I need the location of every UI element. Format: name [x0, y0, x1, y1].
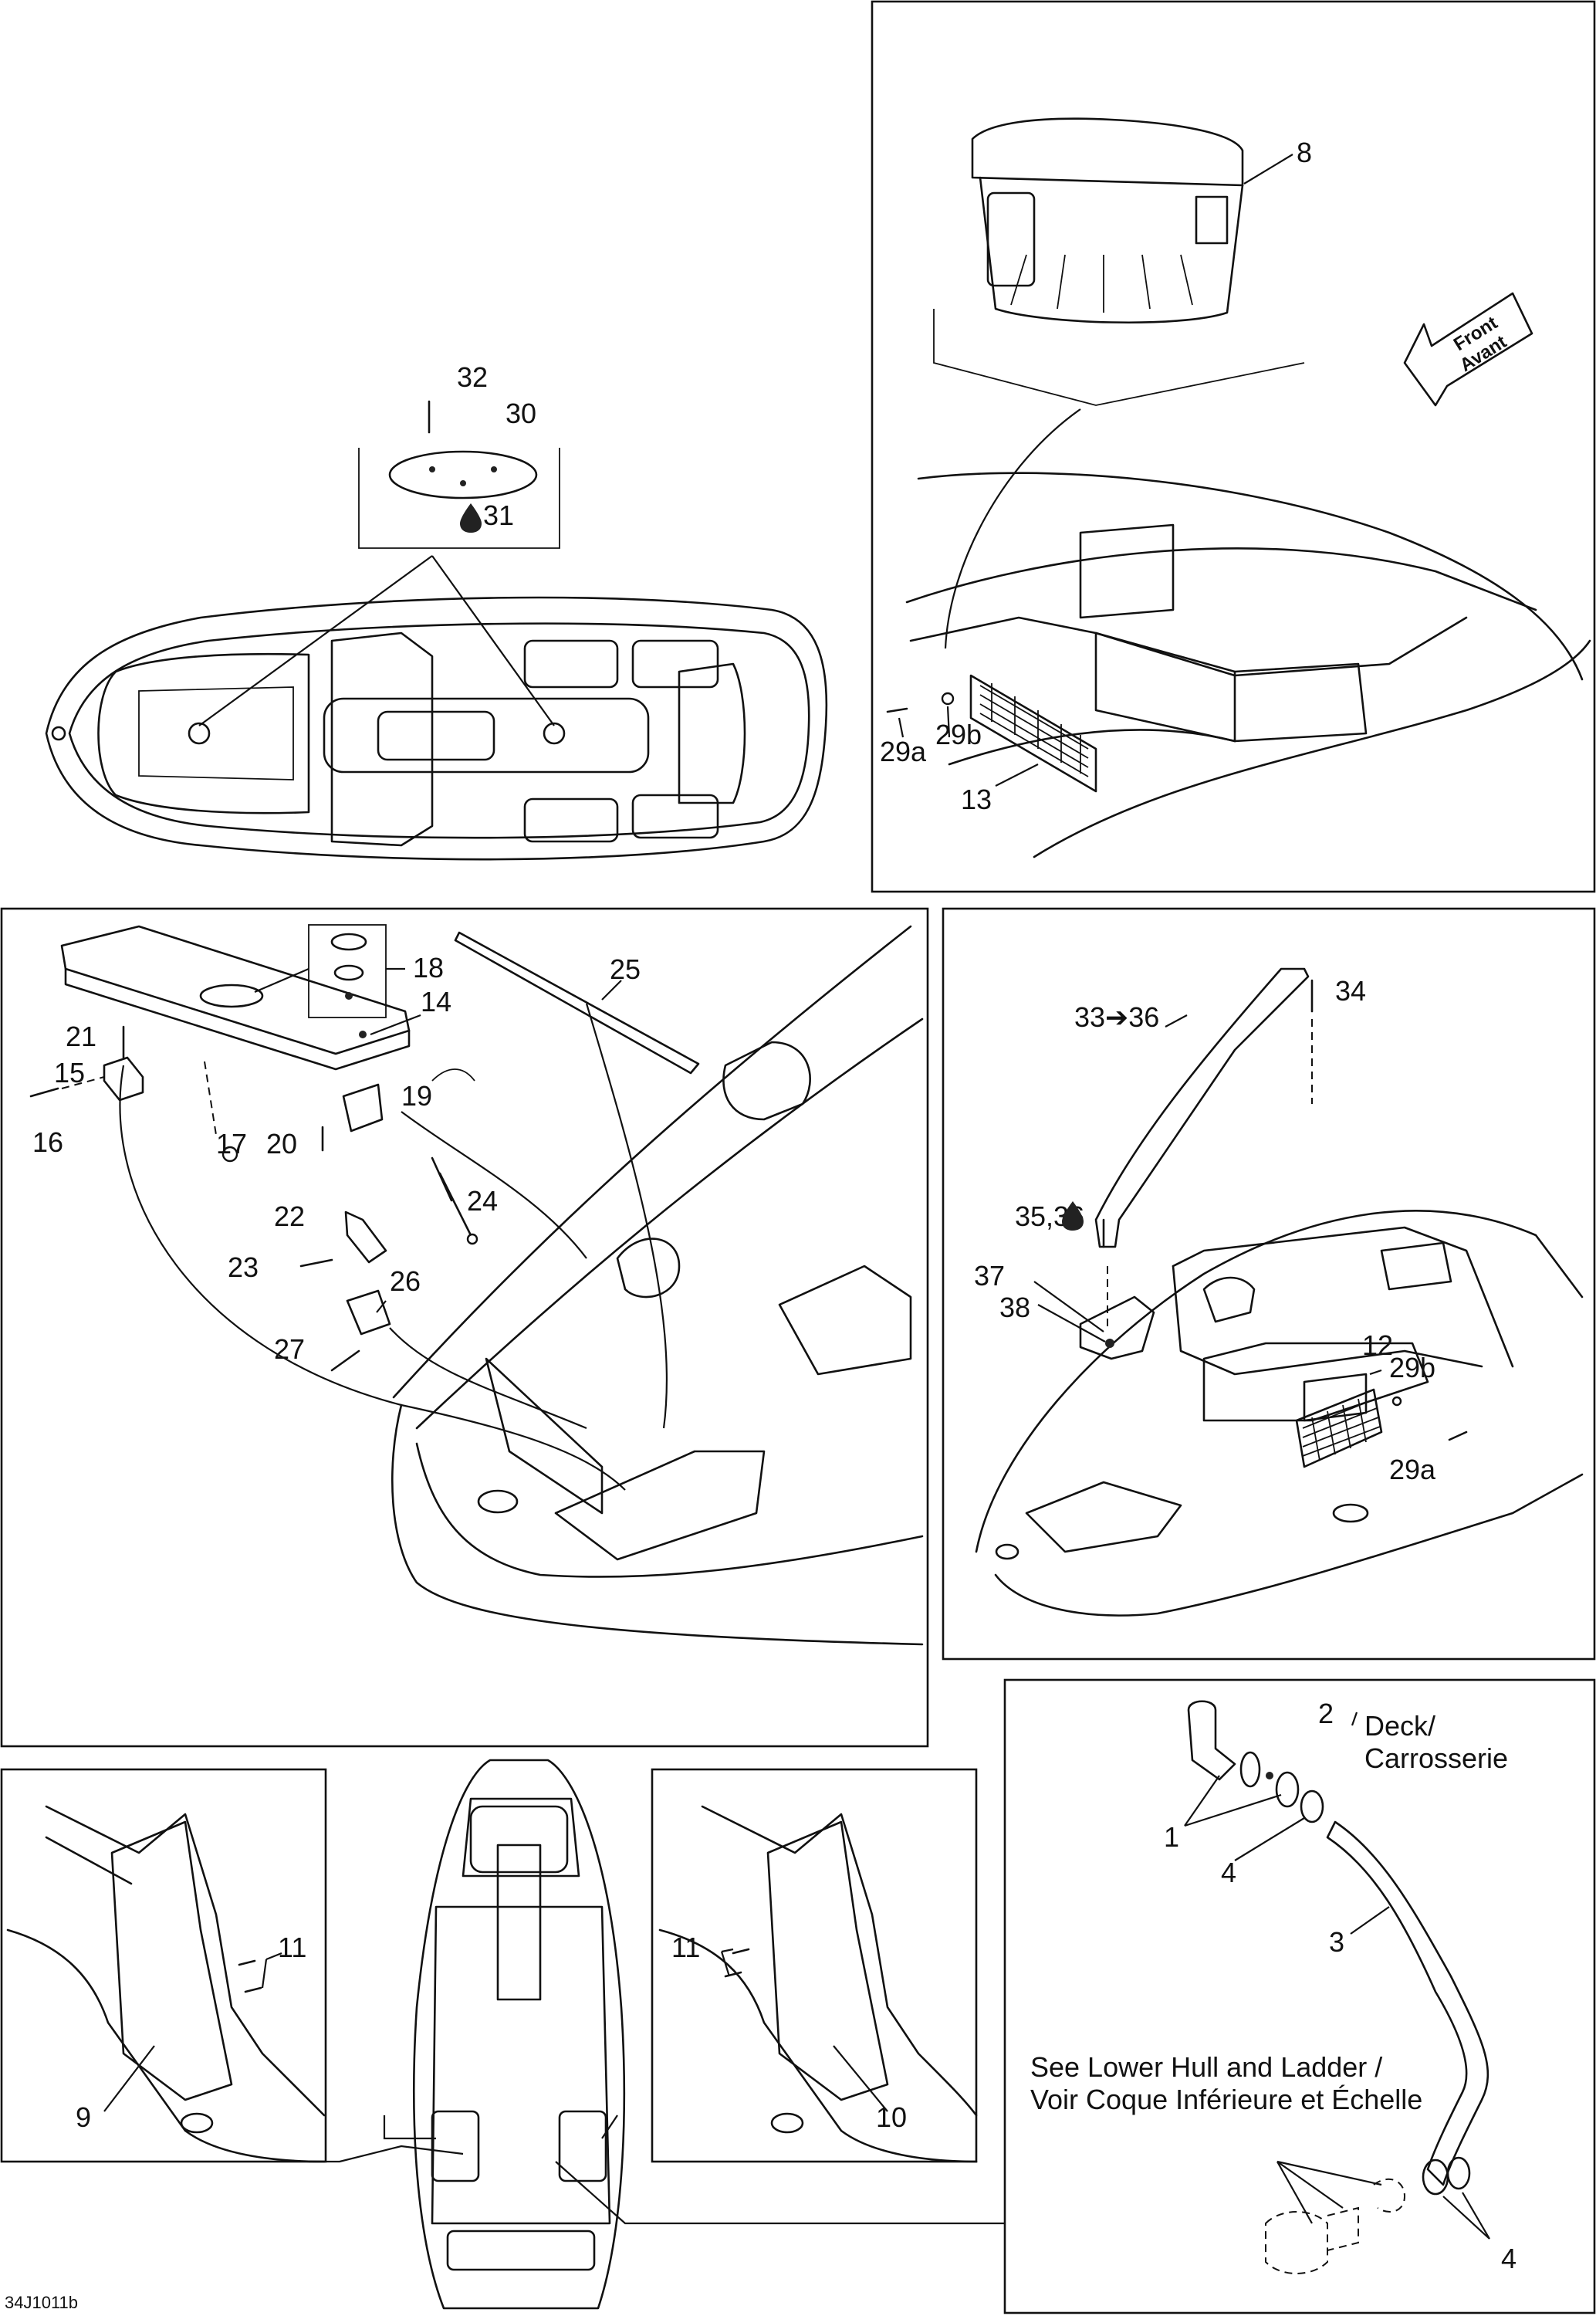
callout-34: 34 — [1335, 975, 1366, 1007]
callout-14: 14 — [421, 986, 451, 1017]
seal-strip-25 — [454, 931, 700, 1429]
callout-3: 3 — [1329, 1926, 1344, 1958]
fluid-drop-icon — [1062, 1201, 1084, 1231]
callout-4-bottom: 4 — [1501, 2243, 1517, 2274]
callout-30: 30 — [506, 398, 536, 429]
callout-22: 22 — [274, 1200, 305, 1232]
boat-rear-hull-mid — [391, 925, 924, 1646]
panel-drain-hose — [1003, 1678, 1596, 2314]
drain-hose-assembly — [1184, 1700, 1490, 2240]
callout-19: 19 — [401, 1080, 432, 1112]
callout-16: 16 — [32, 1126, 63, 1158]
panel-bench-seat — [0, 907, 929, 1748]
fluid-drop-icon — [460, 503, 482, 533]
plate-37-38 — [1033, 1281, 1155, 1360]
callout-17: 17 — [216, 1128, 247, 1160]
storage-net-13 — [969, 674, 1097, 793]
diagram-code: 34J1011b — [5, 2293, 78, 2312]
bow-storage-hull — [905, 472, 1591, 858]
callout-18: 18 — [413, 952, 444, 984]
callout-31: 31 — [483, 499, 514, 531]
boat-top-view — [45, 596, 828, 861]
callout-21: 21 — [66, 1021, 96, 1052]
deck-note-line2: Carrosserie — [1364, 1742, 1508, 1774]
callout-24: 24 — [467, 1185, 498, 1217]
callout-25: 25 — [610, 953, 641, 985]
callout-11-left: 11 — [278, 1932, 306, 1963]
inspection-plate-group — [198, 400, 560, 726]
deck-note-line1: Deck/ — [1364, 1710, 1435, 1742]
callout-29b-mid: 29b — [1389, 1352, 1435, 1383]
callout-4-top: 4 — [1221, 1857, 1236, 1888]
callout-33-36: 33➔36 — [1074, 1001, 1159, 1033]
callout-2: 2 — [1318, 1698, 1334, 1729]
screw-washer-29-top — [886, 692, 955, 738]
callout-37: 37 — [974, 1260, 1005, 1292]
callout-29a-top: 29a — [880, 736, 927, 767]
hinge-19-gasstrut-24 — [299, 1068, 587, 1268]
callout-9: 9 — [76, 2101, 91, 2133]
bow-storage-front — [975, 1210, 1584, 1617]
right-side-panel-10 — [658, 1805, 978, 2163]
left-side-panel-9 — [6, 1805, 326, 2163]
handle-33-36 — [1094, 967, 1314, 1328]
callout-29b-top: 29b — [935, 719, 982, 750]
callout-29a-mid: 29a — [1389, 1454, 1436, 1485]
hinge-parts-15-16-17-21 — [29, 1025, 626, 1491]
callout-13: 13 — [961, 784, 992, 815]
bench-seat-14 — [60, 925, 421, 1071]
see-note-line2: Voir Coque Inférieure et Échelle — [1030, 2084, 1422, 2115]
thru-hull-fitting — [1265, 2160, 1406, 2274]
storage-net-12 — [1295, 1369, 1468, 1468]
callout-1: 1 — [1164, 1821, 1179, 1853]
callout-11-right: 11 — [671, 1932, 700, 1963]
callout-8: 8 — [1297, 137, 1312, 168]
cooler-illustration — [933, 117, 1305, 649]
callout-38: 38 — [999, 1292, 1030, 1323]
callout-27: 27 — [274, 1333, 305, 1365]
callout-20: 20 — [266, 1128, 297, 1160]
callout-12: 12 — [1362, 1329, 1393, 1361]
panel-storage-cooler — [871, 0, 1596, 893]
callout-15: 15 — [54, 1057, 85, 1089]
callout-32: 32 — [457, 361, 488, 393]
panel-left-side — [0, 1768, 327, 2163]
grommet-18-box — [254, 924, 405, 1018]
bracket-26-screw-27 — [330, 1289, 587, 1430]
panel-right-side — [651, 1768, 978, 2163]
boat-overview-bottom — [309, 1759, 1005, 2310]
callout-26: 26 — [390, 1265, 421, 1297]
see-note-line1: See Lower Hull and Ladder / — [1030, 2051, 1382, 2083]
panel-front-storage — [942, 907, 1596, 1661]
callout-10: 10 — [876, 2101, 907, 2133]
callout-23: 23 — [228, 1251, 259, 1283]
front-arrow-icon: Front Avant — [1403, 292, 1533, 407]
